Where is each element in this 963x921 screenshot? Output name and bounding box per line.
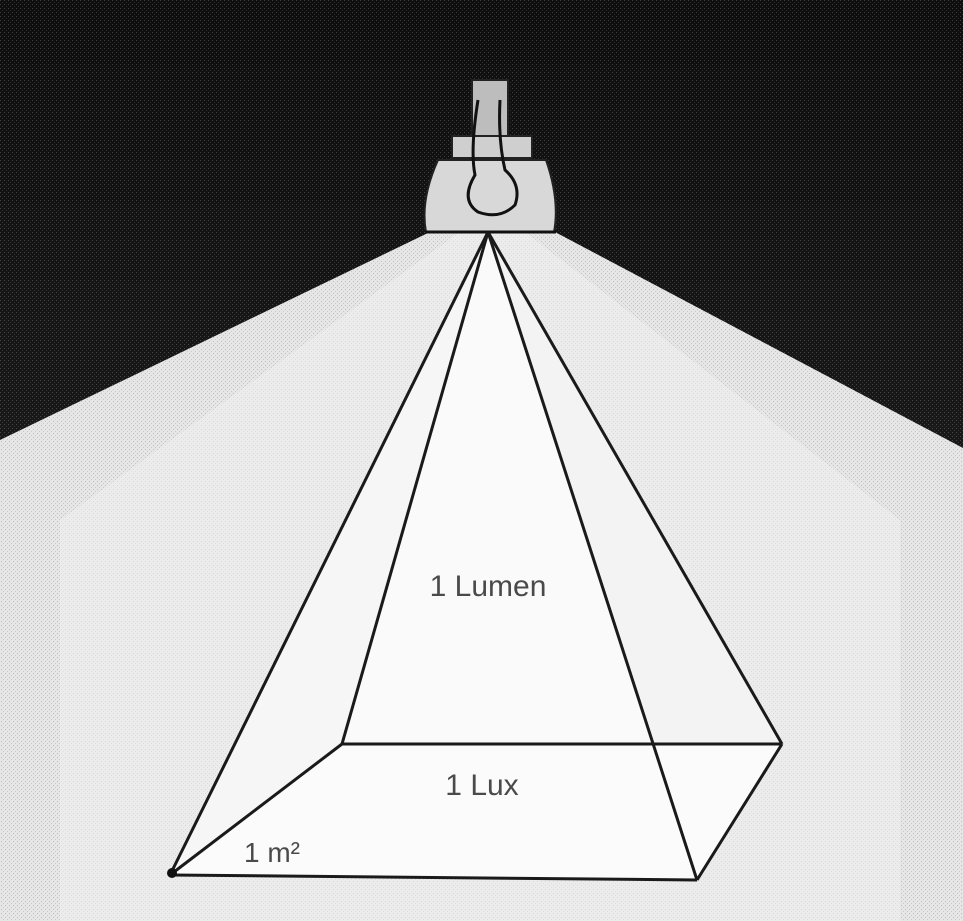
corner-marker — [167, 868, 177, 878]
lux-label: 1 Lux — [445, 769, 518, 802]
lumen-label: 1 Lumen — [430, 570, 547, 603]
area-unit-label: 1 m² — [244, 837, 300, 868]
